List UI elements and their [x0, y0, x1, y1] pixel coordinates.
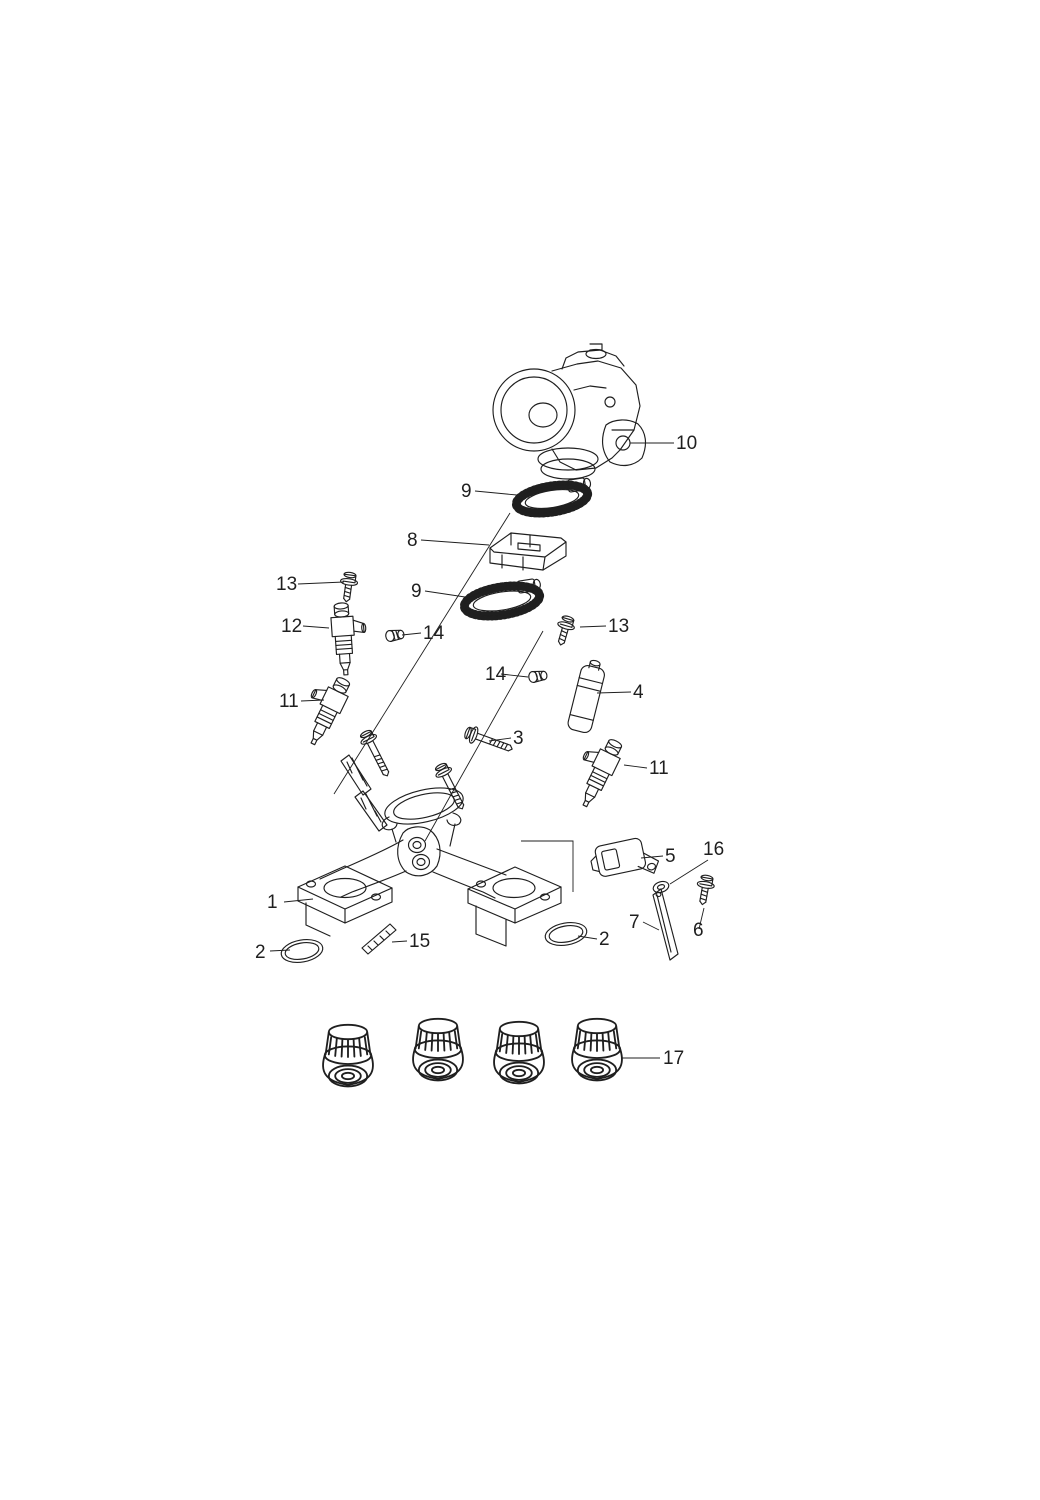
callout-8: 8 — [407, 530, 418, 551]
callout-11-left: 11 — [279, 691, 299, 712]
part-4-joint-pipe — [567, 659, 605, 734]
part-11-injector-left — [291, 668, 355, 750]
callout-9-lower: 9 — [411, 581, 422, 602]
callout-10: 10 — [676, 433, 697, 454]
part-9-clamp-upper — [511, 477, 593, 518]
callout-17: 17 — [663, 1048, 684, 1069]
line-art — [280, 343, 717, 1088]
callout-2-right: 2 — [599, 929, 610, 950]
part-8-insulator-spacer — [489, 532, 567, 571]
part-11-injector-right — [563, 730, 627, 812]
part-16-washer — [652, 880, 670, 894]
part-5-sensor — [590, 837, 660, 877]
part-2-oring-left — [280, 938, 324, 964]
part-14-cap-left — [384, 628, 406, 643]
callout-13-left: 13 — [276, 574, 297, 595]
part-13-bolt-left — [337, 570, 360, 604]
callout-3: 3 — [513, 728, 524, 749]
part-13-bolt-right — [551, 613, 578, 648]
callout-13-right: 13 — [608, 616, 629, 637]
callout-16: 16 — [703, 839, 724, 860]
callout-leader-lines — [269, 442, 709, 1059]
manifold-mounting-bolts — [356, 727, 471, 814]
part-15-dowel — [361, 923, 397, 955]
callout-4: 4 — [633, 682, 644, 703]
part-10-throttle-body — [492, 343, 647, 480]
callout-11-right: 11 — [649, 758, 669, 779]
callout-6: 6 — [693, 920, 704, 941]
part-2-oring-right — [544, 921, 588, 947]
callout-7: 7 — [629, 912, 640, 933]
manifold-bolt-sleeves — [340, 754, 388, 832]
part-6-bolt — [693, 873, 717, 907]
callout-9-upper: 9 — [461, 481, 472, 502]
callout-14-right: 14 — [485, 664, 507, 685]
part-14-cap-right — [527, 669, 549, 684]
part-9-clamp-lower — [459, 578, 545, 621]
part-1-intake-manifold — [297, 787, 562, 947]
callout-15: 15 — [409, 931, 430, 952]
callout-2-left: 2 — [255, 942, 266, 963]
callout-14-left: 14 — [423, 623, 445, 644]
part-7-bracket-stay — [652, 888, 679, 961]
assembly-axis-lines — [333, 512, 574, 892]
callout-5: 5 — [665, 846, 676, 867]
part-12-injector — [329, 600, 370, 677]
callout-labels: 10 9 8 9 13 12 14 13 14 4 11 3 11 5 16 7… — [255, 433, 724, 1069]
callout-1: 1 — [267, 892, 278, 913]
part-17-caps — [322, 1017, 623, 1088]
part-3-bolt — [462, 723, 516, 758]
callout-12: 12 — [281, 616, 302, 637]
